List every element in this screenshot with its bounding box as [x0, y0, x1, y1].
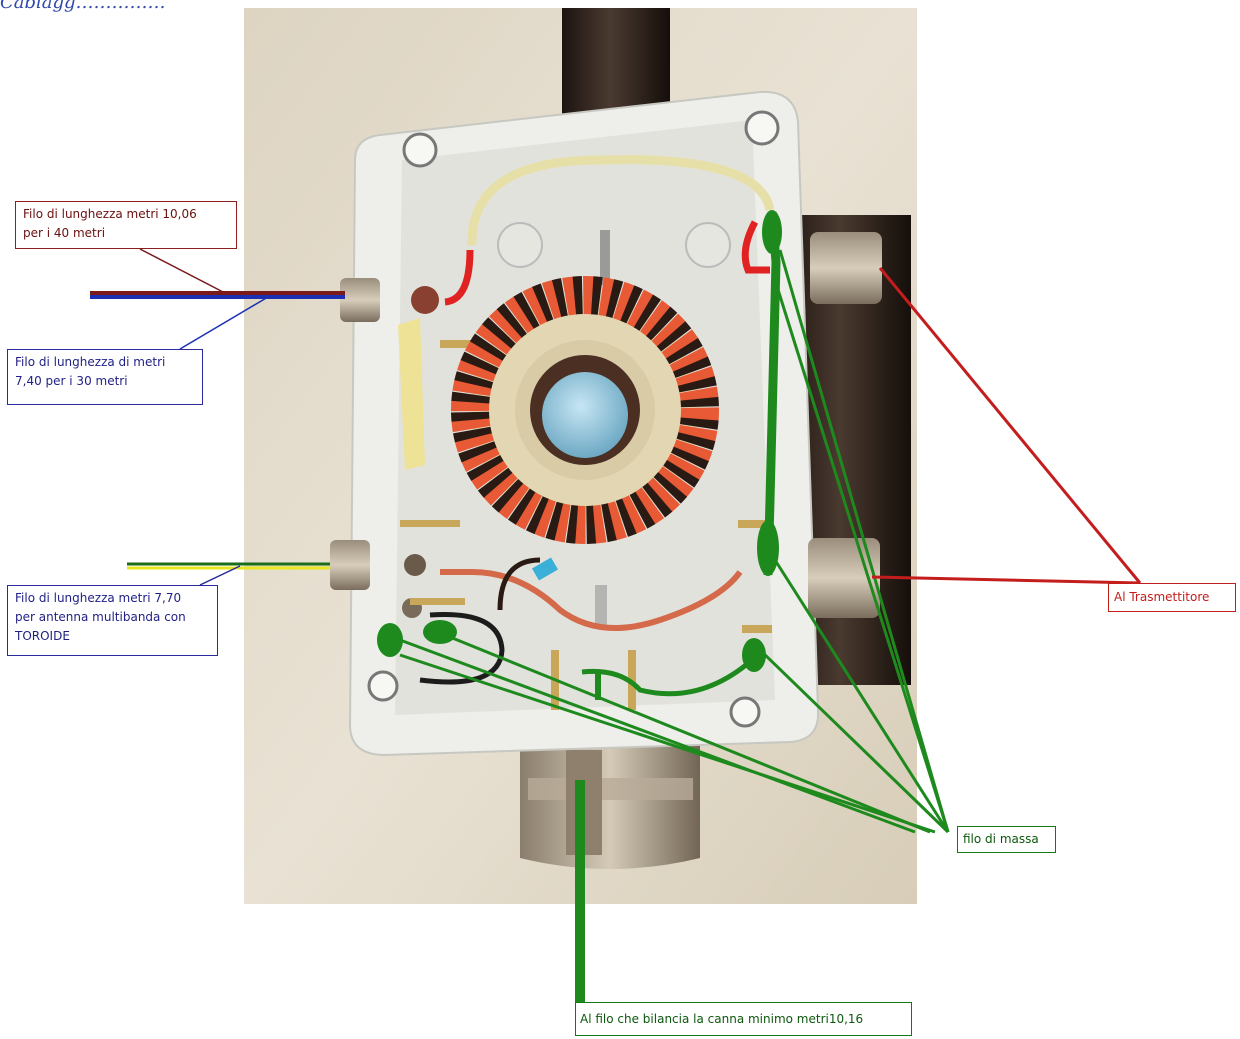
label-wire-multiband: Filo di lunghezza metri 7,70 per antenna…: [7, 585, 218, 656]
label-counterpoise: Al filo che bilancia la canna minimo met…: [575, 1002, 912, 1036]
header-caption: Cablagg……………: [0, 0, 166, 13]
internal-wires: [419, 155, 775, 685]
label-wire-30m: Filo di lunghezza di metri 7,40 per i 30…: [7, 349, 203, 405]
label-ground: filo di massa: [957, 826, 1056, 853]
label-wire-40m: Filo di lunghezza metri 10,06 per i 40 m…: [15, 201, 237, 249]
callout-lines: [139, 248, 1142, 586]
bottom-connector: [520, 740, 700, 869]
ground-blobs: [377, 210, 782, 672]
toroid-coil-icon: [451, 276, 719, 544]
label-transmitter: Al Trasmettitore: [1108, 583, 1236, 612]
antenna-wires: [90, 291, 345, 570]
